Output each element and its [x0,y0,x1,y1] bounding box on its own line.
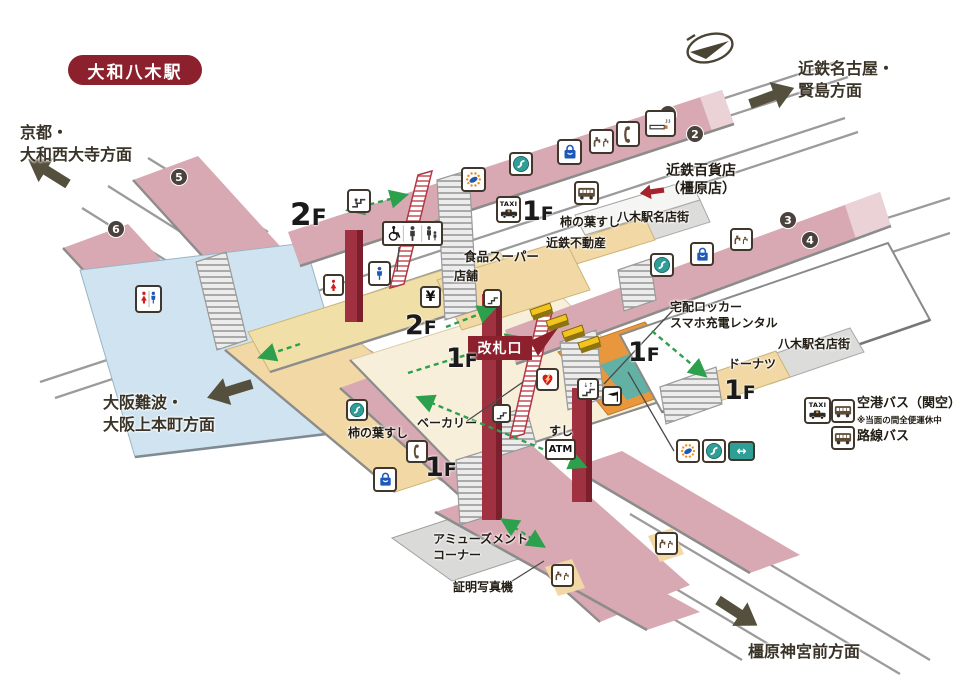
parent-child-icon [426,226,437,241]
lr-arrow-glyph: ↔ [736,444,747,458]
fare-adjustment-icon [650,253,674,277]
telephone-icon [406,440,428,463]
station-name-badge: 大和八木駅 [68,55,202,85]
label-meitengai-east: 八木駅名店街 [778,337,851,351]
water-fountain-icon [730,228,753,251]
ticket-gate-label: 改札口 [468,336,532,360]
ticket-machine-icon [461,167,486,192]
label-fudosan: 近鉄不動産 [546,236,607,250]
legend-route-bus: 路線バス [857,429,910,444]
floor-number: 1 [628,337,647,368]
label-meitengai-upper: 八木駅名店街 [617,210,690,224]
walking-routes [257,189,708,548]
platform-3-4 [505,192,891,364]
platform-number-2: 2 [686,125,704,143]
floor-suffix: F [443,459,457,481]
floor-label-1f: 1F [628,339,660,366]
yen-glyph: ¥ [425,289,436,305]
accessible-facility-sign [382,221,443,246]
floor-suffix: F [423,317,437,339]
platform-number-6: 6 [107,220,125,238]
floor-number: 2 [405,310,424,341]
floor-label-1f: 1F [724,377,756,404]
floor-label-2f: 2F [405,312,437,339]
label-kakinoha-lower: 柿の葉すし [348,426,409,440]
taxi-word: TAXI [499,200,518,209]
person-icon [410,226,415,241]
fare-adjustment-icon [346,399,368,421]
label-amusement: アミューズメント コーナー [433,532,529,562]
bus-stop-icon [574,181,599,205]
floor-label-1f: 1F [522,198,554,225]
direction-kashihara: 橿原神宮前方面 [748,642,861,661]
floor-number: 1 [446,343,465,374]
pointer-lines [396,246,675,584]
label-photo-booth: 証明写真機 [453,580,514,594]
floor-number: 2 [290,197,312,233]
floor-suffix: F [646,344,660,366]
fare-adjustment-icon [702,439,726,463]
route-bus-icon [831,426,855,450]
platform-number-4: 4 [801,231,819,249]
platform-number-3: 3 [779,211,797,229]
legend-airport-bus: 空港バス（関空） [857,396,960,411]
water-fountain-icon [655,532,678,555]
direction-nagoya: 近鉄名古屋・ 賢島方面 [798,59,895,100]
floor-suffix: F [540,203,554,225]
floor-suffix: F [311,206,327,231]
currency-icon: ¥ [420,286,441,308]
taxi-word: TAXI [808,401,827,410]
kiosk-icon [373,467,397,492]
kiosk-icon [690,242,714,266]
floor-suffix: F [742,382,756,404]
floor-number: 1 [425,452,444,483]
atm-sign: ATM [545,439,576,460]
ic-charge-icon: ↔ [728,441,755,461]
updown-glyph: ↓↑ [583,381,593,388]
escalator-icon [483,289,502,308]
smoking-area-icon [645,110,676,137]
direction-osaka: 大阪難波・ 大阪上本町方面 [103,393,216,434]
direction-kyoto: 京都・ 大和西大寺方面 [20,123,133,164]
fare-adjustment-icon [509,152,533,176]
platform-number-5: 5 [170,168,188,186]
gate-label-pointer [530,328,558,356]
compass-icon [686,32,734,64]
ticket-gates [529,302,602,354]
label-takuhai-locker: 宅配ロッカー スマホ充電レンタル [670,300,778,330]
stairs-updown-icon: ↓↑ [577,378,599,400]
floor-number: 1 [522,196,541,227]
restroom-icon [135,285,162,313]
telephone-icon [616,121,640,147]
floor-label-2f: 2F [290,200,327,231]
label-kakinoha-upper: 柿の葉すし [560,215,621,229]
arrow-kashihara [710,588,766,638]
legend-airport-bus-note: ※当面の間全便運休中 [857,416,942,426]
label-sushi: すし [549,424,574,438]
flag-icon [602,386,622,406]
taxi-icon: TAXI [804,397,831,424]
floor-label-1f: 1F [425,454,457,481]
dept-store-label: 近鉄百貨店 （橿原店） [666,163,736,198]
taxi-icon: TAXI [496,196,521,223]
label-food-super: 食品スーパー [464,249,539,264]
mens-toilet-icon [368,261,391,286]
womens-toilet-icon [323,274,344,296]
floor-label-1f: 1F [446,345,478,372]
south-platform-east [572,451,800,573]
water-fountain-icon [551,564,574,587]
kiosk-icon [557,139,582,165]
label-donut: ドーナツ [728,357,777,371]
ticket-machine-icon [676,439,700,463]
escalator-icon [347,189,371,213]
wheelchair-icon [388,225,401,241]
escalator-icon [492,404,511,423]
floor-number: 1 [724,375,743,406]
label-tenpo: 店舗 [454,269,479,283]
floor-suffix: F [464,350,478,372]
aed-icon [536,368,559,391]
water-fountain-icon [589,129,614,154]
airport-bus-icon [831,399,855,423]
label-bakery: ベーカリー [417,416,478,430]
